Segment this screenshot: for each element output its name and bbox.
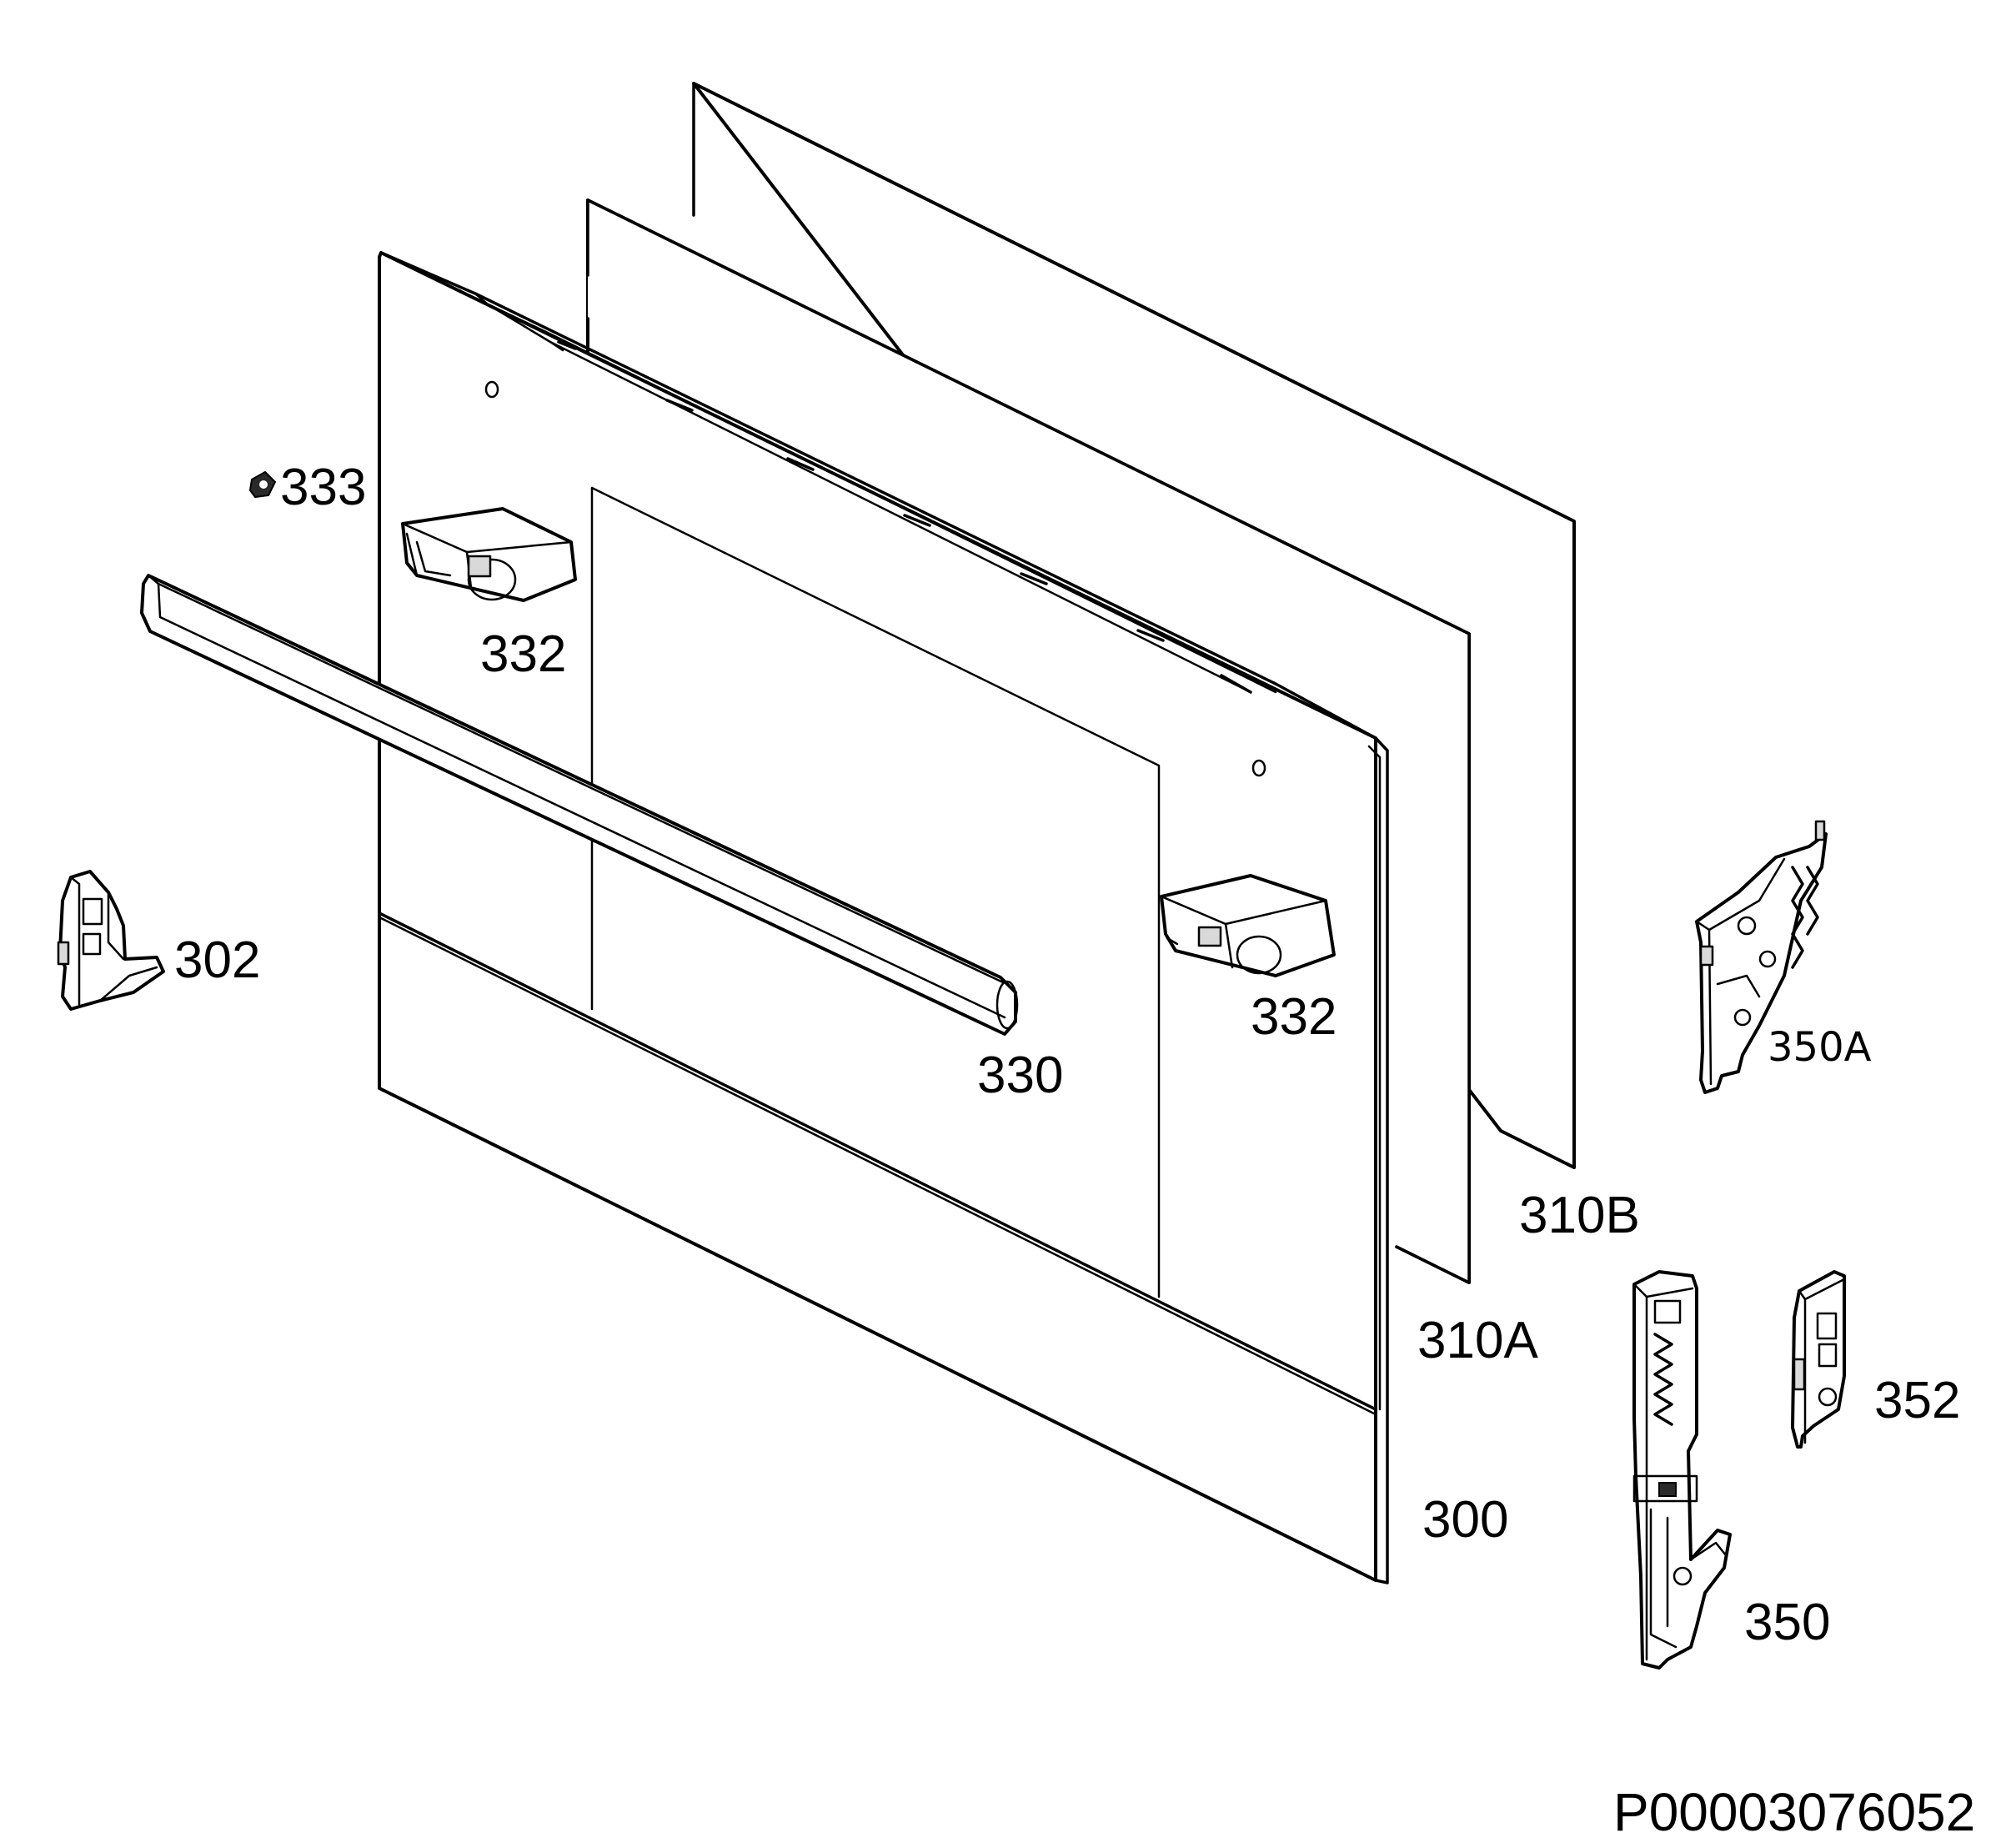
hinge-350[interactable]	[1632, 1270, 1732, 1670]
label-332-upper: 332	[480, 625, 566, 683]
label-310a: 310A	[1417, 1312, 1538, 1369]
label-333: 333	[280, 459, 366, 516]
label-310b: 310B	[1519, 1187, 1640, 1244]
label-330: 330	[977, 1047, 1063, 1104]
vent-strip	[486, 303, 1252, 694]
label-350a: 350A	[1768, 1024, 1872, 1071]
drawing-code: P00003076052	[1613, 1782, 1975, 1842]
label-350: 350	[1744, 1594, 1830, 1651]
handle-bracket-332-lower[interactable]	[1160, 874, 1336, 977]
hinge-bracket-352[interactable]	[1791, 1270, 1846, 1449]
door-panel-300[interactable]	[378, 251, 1389, 1584]
door-catch-302[interactable]	[57, 870, 165, 1011]
handle-bracket-332-upper[interactable]	[401, 507, 577, 602]
screw-333[interactable]	[248, 470, 277, 499]
label-332-lower: 332	[1251, 988, 1337, 1046]
label-300: 300	[1422, 1491, 1508, 1549]
label-302: 302	[174, 932, 260, 989]
screw-hole-right	[1251, 759, 1266, 777]
hinge-350a[interactable]	[1695, 820, 1828, 1094]
label-352: 352	[1874, 1372, 1960, 1429]
door-handle-330[interactable]	[140, 574, 1019, 1036]
screw-hole-left	[484, 380, 499, 399]
